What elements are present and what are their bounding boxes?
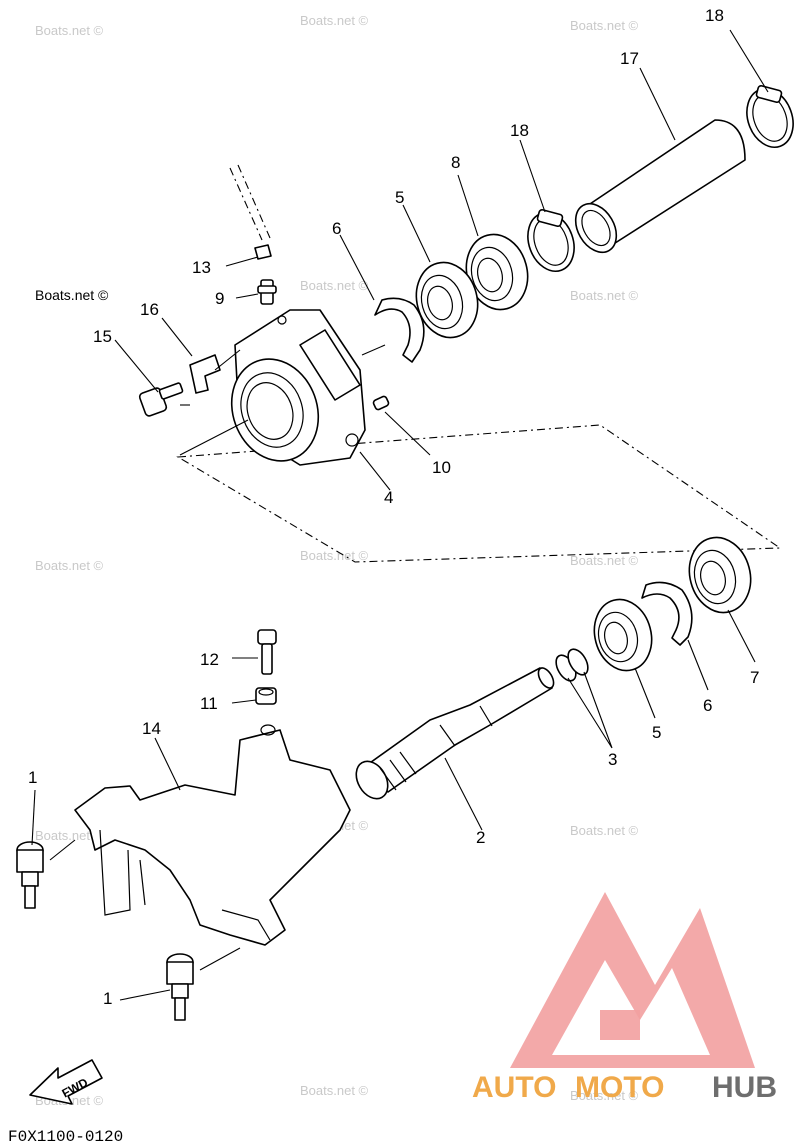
hose-clamp-18-top: [746, 84, 794, 148]
label-7: 7: [750, 668, 759, 687]
bearing-8: [465, 233, 529, 311]
label-16: 16: [140, 300, 159, 319]
watermark: Boats.net ©: [300, 1083, 369, 1098]
label-11: 11: [200, 694, 218, 713]
bolt-12: [257, 629, 277, 675]
bearing-5-top: [415, 261, 479, 339]
automotohub-logo: AUTO MOTO HUB: [472, 892, 777, 1104]
nipple-13: [225, 244, 272, 267]
label-14: 14: [142, 719, 161, 738]
assembly-outline: [176, 424, 782, 563]
label-12: 12: [200, 650, 219, 669]
label-2: 2: [476, 828, 485, 847]
dowel-pin-10: [372, 395, 390, 411]
label-5-bottom: 5: [652, 723, 661, 742]
hose-clamp-18-mid: [527, 208, 575, 272]
watermark: Boats.net ©: [570, 18, 639, 33]
housing-14: [74, 724, 351, 946]
watermark: Boats.net ©: [300, 13, 369, 28]
watermark: Boats.net ©: [35, 828, 104, 843]
hose-17: [574, 119, 746, 254]
logo-text-hub: HUB: [712, 1071, 777, 1104]
label-1-bottom: 1: [103, 989, 112, 1008]
label-8: 8: [451, 153, 460, 172]
label-4: 4: [384, 488, 393, 507]
watermark: Boats.net ©: [300, 548, 369, 563]
collar-11: [255, 687, 277, 705]
label-13: 13: [192, 258, 211, 277]
logo-text-auto: AUTO: [472, 1071, 556, 1104]
label-1-top: 1: [28, 768, 37, 787]
damper-1-bottom: [166, 953, 194, 1021]
watermark: Boats.net ©: [570, 553, 639, 568]
circlip-6-bottom: [641, 581, 693, 646]
drive-shaft-2: [355, 667, 555, 800]
watermarks: Boats.net © Boats.net © Boats.net © Boat…: [35, 13, 639, 1108]
damper-1-top: [16, 841, 44, 909]
label-18-top: 18: [705, 6, 724, 25]
fitting-9: [235, 279, 277, 305]
diagram-code: F0X1100-0120: [8, 1128, 123, 1146]
watermark: Boats.net ©: [35, 558, 104, 573]
label-9: 9: [215, 289, 224, 308]
watermark: Boats.net ©: [35, 23, 104, 38]
label-3: 3: [608, 750, 617, 769]
label-5-top: 5: [395, 188, 404, 207]
watermark: Boats.net ©: [570, 823, 639, 838]
bolt-15: [138, 382, 184, 417]
part-labels: 18 17 18 8 5 6 13 9 16 15 10 4 12 11 14 …: [28, 6, 759, 1008]
label-10: 10: [432, 458, 451, 477]
label-18-mid: 18: [510, 121, 529, 140]
bearing-5-bottom: [593, 598, 653, 672]
housing-4: [230, 309, 366, 466]
label-6-top: 6: [332, 219, 341, 238]
circlip-6-top: [374, 297, 425, 363]
label-17: 17: [620, 49, 639, 68]
watermark-dark: Boats.net ©: [35, 287, 109, 303]
watermark: Boats.net ©: [300, 278, 369, 293]
logo-text-moto: MOTO: [575, 1071, 664, 1104]
watermark: Boats.net ©: [570, 1088, 639, 1103]
bearing-7: [688, 536, 752, 614]
fwd-arrow-icon: FWD: [29, 1059, 103, 1105]
label-15: 15: [93, 327, 112, 346]
watermark: Boats.net ©: [570, 288, 639, 303]
label-6-bottom: 6: [703, 696, 712, 715]
leader-lines: [31, 29, 769, 1001]
centerline: [229, 164, 271, 241]
bracket-16: [189, 354, 221, 394]
